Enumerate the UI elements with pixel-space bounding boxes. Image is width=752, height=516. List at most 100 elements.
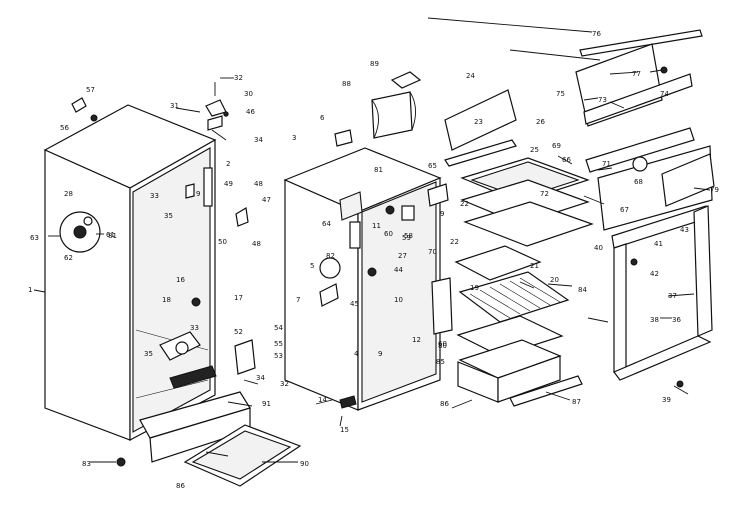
callout-20: 20 [550,276,559,284]
callout-16: 16 [176,276,185,284]
callout-2: 2 [226,160,230,168]
callout-73: 73 [598,96,607,104]
callout-31: 31 [170,102,179,110]
callout-3: 3 [292,134,296,142]
callout-9c: 9 [440,210,444,218]
shelves-and-panels [427,89,594,407]
callout-91: 91 [262,400,271,408]
callout-76: 76 [592,30,601,38]
callout-34b: 34 [256,374,265,382]
callout-7: 7 [296,296,300,304]
callout-74: 74 [660,90,669,98]
callout-9b: 9 [378,350,382,358]
callout-25: 25 [530,146,539,154]
callout-72: 72 [540,190,549,198]
callout-63: 63 [30,234,39,242]
callout-83: 83 [82,460,91,468]
callout-67: 67 [620,206,629,214]
callout-32b: 32 [280,380,289,388]
callout-24: 24 [466,72,475,80]
callout-89: 89 [370,60,379,68]
callout-33a: 33 [150,192,159,200]
callout-57: 57 [86,86,95,94]
callout-75: 75 [556,90,565,98]
callout-26: 26 [536,118,545,126]
callout-42: 42 [650,270,659,278]
callout-19: 19 [470,284,479,292]
callout-84: 84 [578,286,587,294]
callout-37: 37 [668,292,677,300]
callout-49: 49 [224,180,233,188]
callout-68: 68 [634,178,643,186]
callout-labels: 1 2 3 4 5 6 7 9 9 9 10 11 12 14 15 16 17… [28,30,719,490]
callout-60b: 60 [438,340,447,348]
callout-4: 4 [354,350,359,358]
callout-11: 11 [372,222,381,230]
kickplate-and-drip-tray [71,97,302,487]
callout-55: 55 [274,340,283,348]
callout-85: 85 [436,358,445,366]
callout-5: 5 [310,262,314,270]
callout-56: 56 [60,124,69,132]
callout-41: 41 [654,240,663,248]
callout-44: 44 [394,266,403,274]
callout-34a: 34 [254,136,263,144]
callout-58: 58 [404,232,413,240]
callout-80: 80 [438,342,447,350]
callout-66: 66 [562,156,571,164]
callout-45: 45 [350,300,359,308]
callout-82: 82 [326,252,335,260]
callout-77: 77 [632,70,641,78]
callout-32a: 32 [234,74,243,82]
callout-22a: 22 [450,238,459,246]
callout-22b: 22 [460,200,469,208]
callout-48a: 48 [254,180,263,188]
evaporator-cover-group [371,71,422,139]
callout-38: 38 [650,316,659,324]
callout-35b: 35 [144,350,153,358]
callout-1: 1 [28,286,32,294]
callout-9a: 9 [196,190,200,198]
outer-cabinet-hardware [175,82,249,355]
callout-90: 90 [300,460,309,468]
callout-60a: 60 [384,230,393,238]
callout-27: 27 [398,252,407,260]
callout-61: 61 [106,231,115,239]
callout-54: 54 [274,324,283,332]
callout-21: 21 [530,262,539,270]
callout-46: 46 [246,108,255,116]
callout-33b: 33 [190,324,199,332]
callout-47: 47 [262,196,271,204]
callout-71: 71 [602,160,611,168]
callout-35a: 35 [164,212,173,220]
callout-40: 40 [594,244,603,252]
callout-43: 43 [680,226,689,234]
callout-14: 14 [318,396,327,404]
leader-lines [33,17,711,463]
callout-79: 79 [710,186,719,194]
callout-48b: 48 [252,240,261,248]
callout-53: 53 [274,352,283,360]
callout-87: 87 [572,398,581,406]
wire-rack [469,277,561,319]
callout-64: 64 [322,220,331,228]
callout-10: 10 [394,296,403,304]
callout-81a: 81 [374,166,383,174]
inner-liner [283,129,442,411]
callout-23: 23 [474,118,483,126]
callout-59: 59 [402,234,411,242]
callout-28: 28 [64,190,73,198]
callout-30: 30 [244,90,253,98]
callout-65: 65 [428,162,437,170]
callout-69: 69 [552,142,561,150]
callout-17: 17 [234,294,243,302]
callout-81b: 81 [108,232,117,240]
callout-86a: 86 [440,400,449,408]
callout-15: 15 [340,426,349,434]
callout-36: 36 [672,316,681,324]
callout-39: 39 [662,396,671,404]
callout-52: 52 [234,328,243,336]
callout-12: 12 [412,336,421,344]
callout-86b: 86 [176,482,185,490]
